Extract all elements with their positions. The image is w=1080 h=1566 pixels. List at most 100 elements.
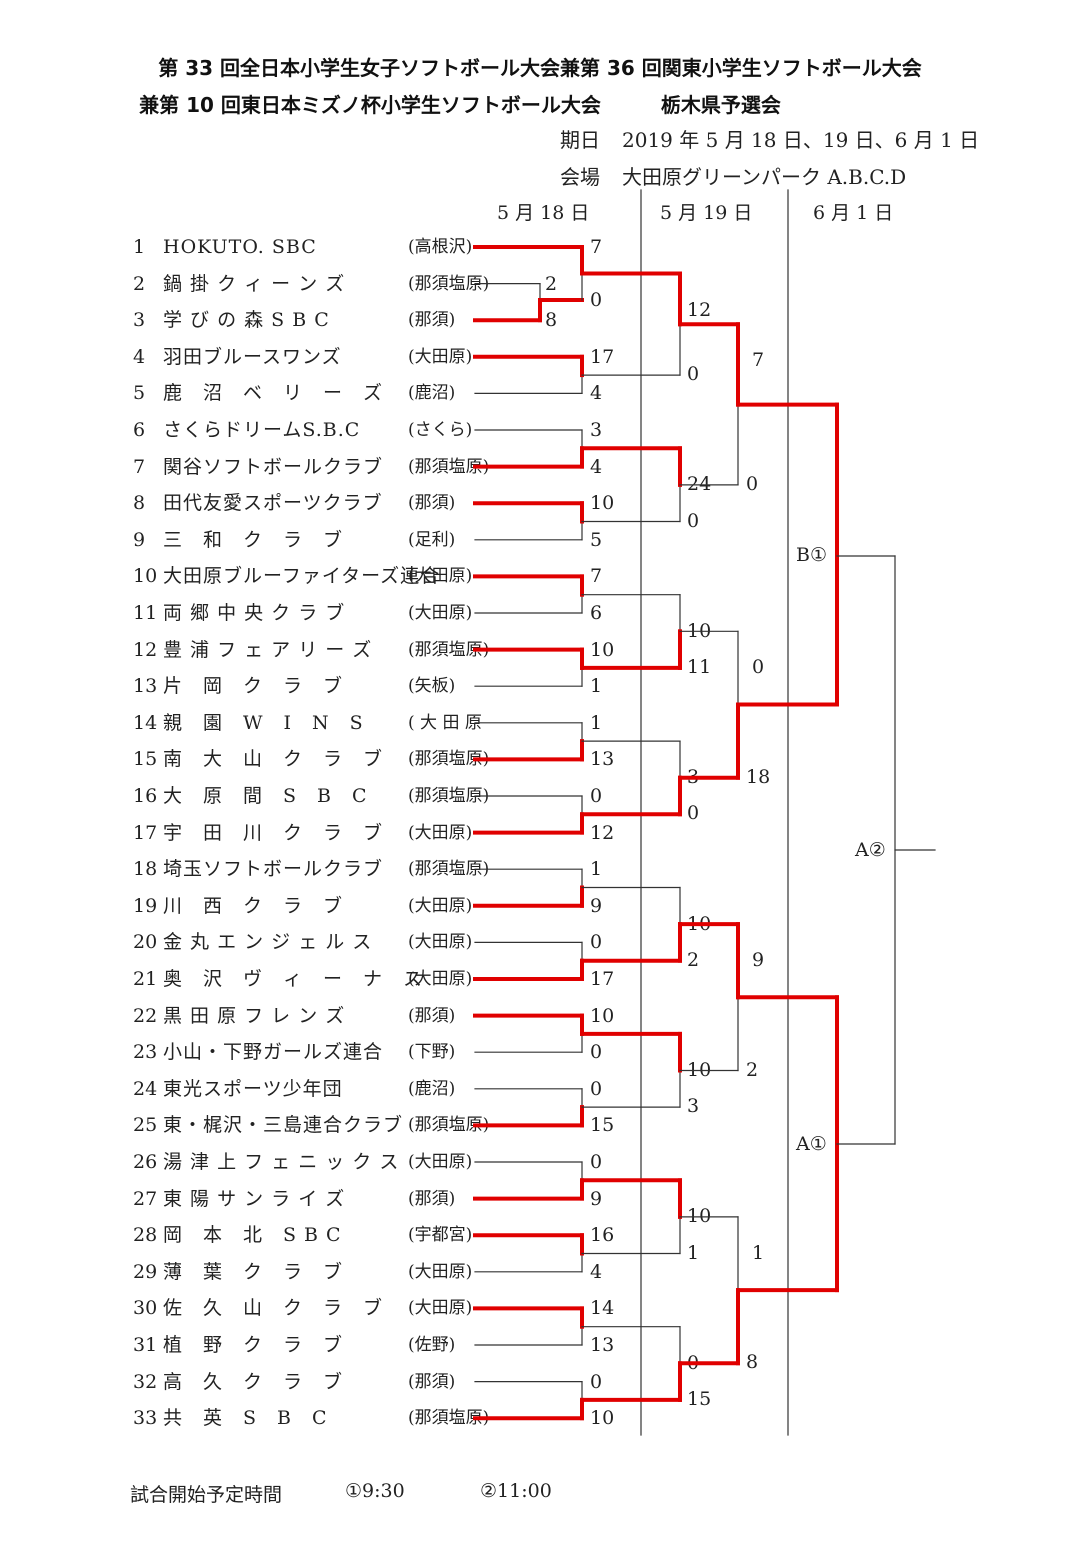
- round1-score: 16: [590, 1224, 615, 1247]
- team-name: 東光スポーツ少年団: [163, 1077, 343, 1100]
- round2-score: 1: [687, 1241, 700, 1264]
- round1-score: 17: [590, 345, 615, 368]
- round2-score: 10: [687, 619, 712, 642]
- round3-score: 2: [746, 1058, 759, 1081]
- team-prefecture: (那須塩原): [408, 1115, 490, 1136]
- day-label-may19: 5 月 19 日: [660, 202, 753, 224]
- team-number: 30: [133, 1297, 158, 1320]
- team-prefecture: (那須塩原): [408, 456, 490, 477]
- round1-score: 13: [590, 748, 615, 771]
- team-number: 28: [133, 1224, 158, 1247]
- round3-score: 0: [746, 472, 759, 495]
- round2-score: 12: [687, 298, 712, 321]
- team-name: 奥 沢 ヴ ィ ー ナ ス: [163, 968, 424, 990]
- team-number: 25: [133, 1114, 158, 1137]
- team-number: 33: [133, 1407, 158, 1430]
- team-number: 27: [133, 1187, 158, 1210]
- team-prefecture: ( 大 田 原: [408, 712, 482, 733]
- team-number: 14: [133, 711, 158, 734]
- round1-score: 10: [590, 638, 615, 661]
- round1-score: 10: [590, 492, 615, 515]
- team-name: 学 び の 森 S B C: [163, 309, 330, 332]
- team-number: 19: [133, 894, 158, 917]
- team-prefecture: (大田原): [408, 969, 473, 989]
- team-number: 7: [133, 455, 146, 478]
- team-prefecture: (大田原): [408, 822, 473, 843]
- round1-score: 0: [590, 1151, 603, 1173]
- team-number: 21: [133, 968, 158, 990]
- round1-score: 9: [590, 894, 603, 917]
- round2-score: 10: [687, 1058, 712, 1081]
- pool-b1-label: B①: [796, 544, 827, 566]
- team-number: 5: [133, 382, 146, 405]
- round1-score: 7: [590, 236, 603, 258]
- team-name: 鹿 沼 ベ リ ー ズ: [163, 382, 384, 405]
- team-number: 32: [133, 1370, 158, 1393]
- team-number: 16: [133, 785, 158, 807]
- team-number: 2: [133, 272, 146, 295]
- team-name: 川 西 ク ラ ブ: [163, 894, 344, 917]
- tournament-title-line1: 第 33 回全日本小学生女子ソフトボール大会兼第 36 回関東小学生ソフトボール…: [158, 56, 922, 80]
- round1-score: 5: [590, 528, 603, 551]
- team-name: 大 原 間 S B C: [163, 785, 368, 807]
- team-number: 17: [133, 821, 158, 844]
- team-number: 13: [133, 675, 158, 698]
- round1-score: 4: [590, 1260, 603, 1283]
- team-prefecture: (那須塩原): [408, 273, 490, 294]
- team-name: 田代友愛スポーツクラブ: [163, 492, 383, 515]
- team-name: 黒 田 原 フ レ ン ズ: [163, 1004, 346, 1027]
- team-name: 薄 葉 ク ラ ブ: [163, 1260, 344, 1283]
- team-number: 11: [133, 602, 158, 624]
- team-name: 東・梶沢・三島連合クラブ: [163, 1114, 404, 1137]
- round1-score: 0: [590, 931, 603, 954]
- team-number: 9: [133, 528, 146, 551]
- team-prefecture: (那須塩原): [408, 1408, 490, 1429]
- round1-score: 6: [590, 602, 603, 624]
- start-time-label: 試合開始予定時間: [130, 1484, 283, 1506]
- round1-score: 15: [590, 1114, 615, 1137]
- round1-score: 3: [590, 419, 603, 441]
- round1-score: 0: [590, 1041, 603, 1064]
- round1-score: 13: [590, 1334, 615, 1356]
- team-name: 東 陽 サ ン ラ イ ズ: [163, 1187, 346, 1210]
- round1-score: 0: [590, 1370, 603, 1393]
- round1-score: 0: [590, 1077, 603, 1100]
- round1-score: 12: [590, 821, 615, 844]
- round3-score: 1: [752, 1241, 765, 1264]
- start-time-1: ①9:30: [345, 1480, 405, 1502]
- team-name: 高 久 ク ラ ブ: [163, 1370, 344, 1393]
- team-name: 埼玉ソフトボールクラブ: [163, 858, 384, 881]
- round1-score: 14: [590, 1297, 615, 1320]
- round1-score: 4: [590, 455, 603, 478]
- team-prefecture: (大田原): [408, 566, 473, 587]
- round1-score: 9: [590, 1187, 603, 1210]
- team-number: 23: [133, 1041, 158, 1064]
- team-number: 12: [133, 638, 158, 661]
- team-prefecture: (鹿沼): [408, 1078, 456, 1099]
- team-prefecture: (高根沢): [408, 237, 473, 257]
- team-prefecture: (那須塩原): [408, 786, 490, 806]
- team-prefecture: (大田原): [408, 1152, 473, 1172]
- team-name: 関谷ソフトボールクラブ: [163, 455, 384, 478]
- team-number: 20: [133, 931, 158, 954]
- round2-score: 2: [687, 948, 700, 971]
- team-prefecture: (那須): [408, 1005, 456, 1026]
- team-name: 岡 本 北 S B C: [163, 1224, 342, 1247]
- round1-score: 10: [590, 1004, 615, 1027]
